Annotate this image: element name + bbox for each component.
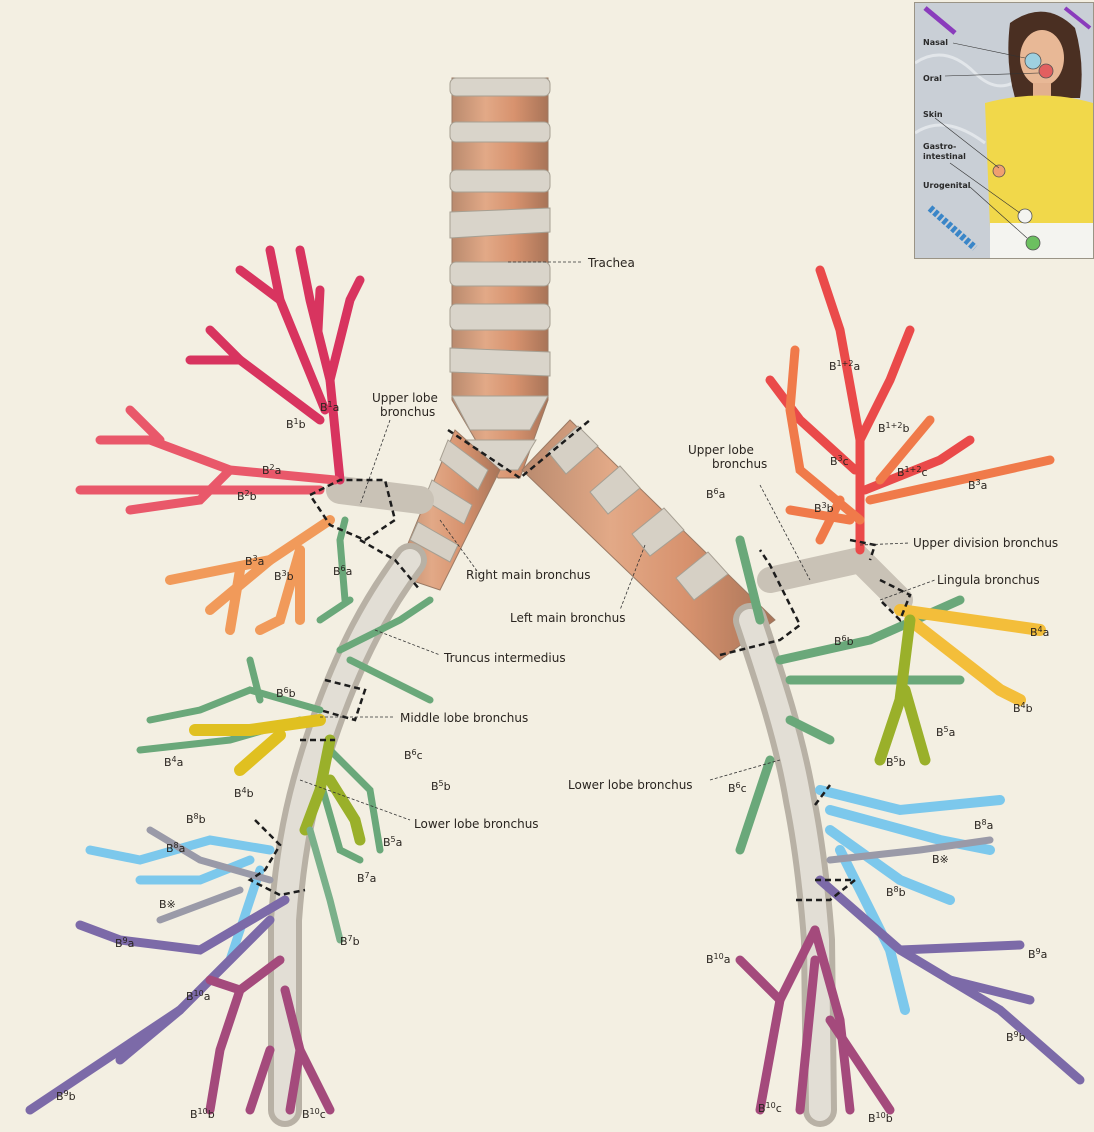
seg-l-b12c: B1+2c: [897, 465, 928, 480]
inset-label-urogenital: Urogenital: [923, 181, 971, 190]
seg-l-b5b: B5b: [886, 755, 906, 770]
label-right-lower-lobe-bronchus: Lower lobe bronchus: [414, 817, 539, 831]
seg-r-b8b: B8b: [186, 812, 206, 827]
seg-l-b10c: B10c: [758, 1101, 782, 1116]
inset-label-gi-line2: intestinal: [923, 152, 966, 161]
seg-r-b6c: B6c: [404, 748, 423, 763]
label-middle-lobe-bronchus: Middle lobe bronchus: [400, 711, 528, 725]
label-upper-division-bronchus: Upper division bronchus: [913, 536, 1058, 550]
seg-r-b7b: B7b: [340, 934, 360, 949]
seg-l-b9b: B9b: [1006, 1030, 1026, 1045]
person-pants: [990, 223, 1093, 258]
seg-r-b4a: B4a: [164, 755, 183, 770]
seg-r-b3b: B3b: [274, 569, 294, 584]
gi-marker-icon: [1018, 209, 1032, 223]
seg-r-b1b: B1b: [286, 417, 306, 432]
seg-l-b8a: B8a: [974, 818, 993, 833]
seg-r-b2b: B2b: [237, 489, 257, 504]
label-truncus-intermedius: Truncus intermedius: [443, 651, 566, 665]
seg-l-b5a: B5a: [936, 725, 955, 740]
label-left-lower-lobe-bronchus: Lower lobe bronchus: [568, 778, 693, 792]
inset-label-oral: Oral: [923, 74, 942, 83]
seg-r-b5b: B5b: [431, 779, 451, 794]
seg-l-b9a: B9a: [1028, 947, 1047, 962]
seg-l-b10a: B10a: [706, 952, 730, 967]
label-left-upper-lobe-line2: bronchus: [712, 457, 767, 471]
right-bronchial-tree: [30, 250, 430, 1110]
label-right-upper-lobe-line1: Upper lobe: [372, 391, 438, 405]
seg-l-b8b: B8b: [886, 885, 906, 900]
oral-marker-icon: [1039, 64, 1053, 78]
inset-illustration: Nasal Oral Skin Gastro- intestinal Uroge…: [915, 3, 1093, 258]
seg-r-b10c: B10c: [302, 1107, 326, 1122]
seg-r-b4b: B4b: [234, 786, 254, 801]
trachea: [450, 78, 550, 478]
seg-l-b3c: B3c: [830, 454, 849, 469]
seg-l-b6a: B6a: [706, 487, 725, 502]
seg-r-b10a: B10a: [186, 989, 210, 1004]
label-trachea: Trachea: [587, 256, 635, 270]
left-bronchial-tree: [740, 270, 1080, 1110]
seg-r-b5a: B5a: [383, 835, 402, 850]
label-right-main-bronchus: Right main bronchus: [466, 568, 591, 582]
label-right-upper-lobe-line2: bronchus: [380, 405, 435, 419]
seg-r-bstar: B※: [159, 898, 176, 911]
seg-r-b10b: B10b: [190, 1107, 215, 1122]
seg-l-b3a: B3a: [968, 478, 987, 493]
seg-l-b6c: B6c: [728, 781, 747, 796]
seg-l-b4b: B4b: [1013, 701, 1033, 716]
seg-r-b9a: B9a: [115, 936, 134, 951]
inset-label-nasal: Nasal: [923, 38, 948, 47]
urogenital-marker-icon: [1026, 236, 1040, 250]
seg-l-b4a: B4a: [1030, 625, 1049, 640]
inset-label-skin: Skin: [923, 110, 943, 119]
seg-l-b12b: B1+2b: [878, 421, 909, 436]
seg-r-b7a: B7a: [357, 871, 376, 886]
label-lingula-bronchus: Lingula bronchus: [937, 573, 1040, 587]
seg-l-b10b: B10b: [868, 1111, 893, 1126]
inset-label-gi-line1: Gastro-: [923, 142, 956, 151]
seg-r-b9b: B9b: [56, 1089, 76, 1104]
person-shirt: [985, 96, 1093, 229]
skin-marker-icon: [993, 165, 1005, 177]
label-left-upper-lobe-line1: Upper lobe: [688, 443, 754, 457]
label-left-main-bronchus: Left main bronchus: [510, 611, 625, 625]
seg-l-bstar: B※: [932, 853, 949, 866]
nasal-marker-icon: [1025, 53, 1041, 69]
microbiome-body-sites-inset: Nasal Oral Skin Gastro- intestinal Uroge…: [914, 2, 1094, 259]
